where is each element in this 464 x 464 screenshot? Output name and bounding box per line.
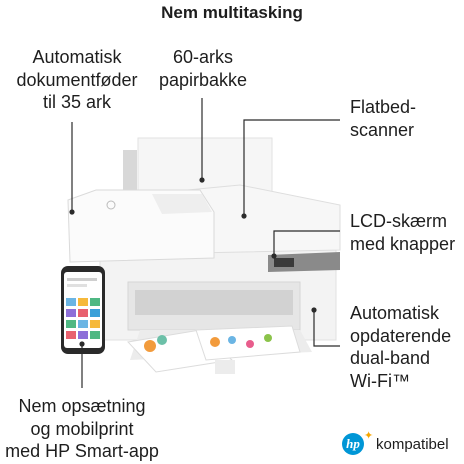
lcd-display bbox=[274, 258, 294, 267]
hp-emblem-icon bbox=[106, 200, 116, 210]
app-tile-12 bbox=[90, 331, 100, 339]
label-app-line2: og mobilprint bbox=[30, 418, 134, 439]
label-adf-line3: til 35 ark bbox=[42, 92, 112, 112]
leader-scanner-dot bbox=[241, 213, 247, 219]
print-art-teal bbox=[157, 335, 167, 345]
compatible-label: kompatibel bbox=[376, 436, 449, 453]
print-art-fox bbox=[210, 337, 220, 347]
app-tile-9 bbox=[90, 320, 100, 328]
leader-adf-dot bbox=[69, 209, 75, 215]
label-tray-line2: papirbakke bbox=[158, 69, 248, 90]
leader-lcd-dot bbox=[271, 253, 277, 259]
app-tile-8 bbox=[78, 320, 88, 328]
label-scanner-line1: Flatbed- bbox=[350, 97, 417, 117]
label-lcd-line2: med knapper bbox=[350, 233, 456, 254]
app-tile-7 bbox=[66, 320, 76, 328]
print-art-blue bbox=[228, 336, 236, 344]
label-adf-line2: dokumentføder bbox=[16, 69, 138, 90]
label-wifi-line3: dual-band bbox=[350, 348, 431, 368]
print-art-pink bbox=[246, 340, 254, 348]
label-lcd: LCD-skærm med knapper bbox=[350, 210, 455, 255]
plus-star-icon: ✦ bbox=[364, 430, 374, 442]
leader-lcd bbox=[273, 230, 340, 256]
label-scanner-line2: scanner bbox=[350, 119, 415, 140]
leader-wifi bbox=[313, 310, 340, 347]
label-app: Nem opsætning og mobilprint med HP Smart… bbox=[2, 395, 162, 463]
app-tile-4 bbox=[66, 309, 76, 317]
label-scanner: Flatbed- scanner bbox=[350, 96, 416, 141]
label-wifi: Automatisk opdaterende dual-band Wi-Fi™ bbox=[350, 302, 451, 392]
leader-scanner bbox=[243, 119, 340, 216]
leader-wifi-dot bbox=[311, 307, 317, 313]
app-tile-1 bbox=[66, 298, 76, 306]
tray-extender bbox=[215, 360, 235, 374]
label-wifi-line1: Automatisk bbox=[350, 303, 440, 323]
app-tile-5 bbox=[78, 309, 88, 317]
rear-tray-guide bbox=[123, 150, 137, 192]
label-tray-line1: 60-arks bbox=[172, 47, 234, 67]
label-adf: Automatisk dokumentføder til 35 ark bbox=[2, 46, 152, 114]
print-art-orange bbox=[144, 340, 156, 352]
label-wifi-line4: Wi-Fi™ bbox=[350, 370, 410, 391]
label-wifi-line2: opdaterende bbox=[350, 325, 452, 346]
label-lcd-line1: LCD-skærm bbox=[350, 211, 447, 231]
adf-slot bbox=[152, 194, 212, 214]
label-app-line3: med HP Smart-app bbox=[5, 441, 159, 461]
leader-app-dot bbox=[79, 341, 85, 347]
label-adf-line1: Automatisk bbox=[32, 47, 122, 67]
app-tile-2 bbox=[78, 298, 88, 306]
phone-subheader-bar bbox=[67, 284, 87, 287]
app-tile-6 bbox=[90, 309, 100, 317]
phone-header-bar bbox=[67, 278, 97, 281]
app-tile-10 bbox=[66, 331, 76, 339]
label-app-line1: Nem opsætning bbox=[18, 396, 146, 416]
print-art-green bbox=[264, 334, 272, 342]
label-tray: 60-arks papirbakke bbox=[148, 46, 258, 91]
app-tile-11 bbox=[78, 331, 88, 339]
hp-logo: hp bbox=[342, 433, 364, 455]
leader-tray-dot bbox=[199, 177, 205, 183]
paper-path bbox=[135, 290, 293, 315]
page-title: Nem multitasking bbox=[161, 3, 303, 22]
app-tile-3 bbox=[90, 298, 100, 306]
